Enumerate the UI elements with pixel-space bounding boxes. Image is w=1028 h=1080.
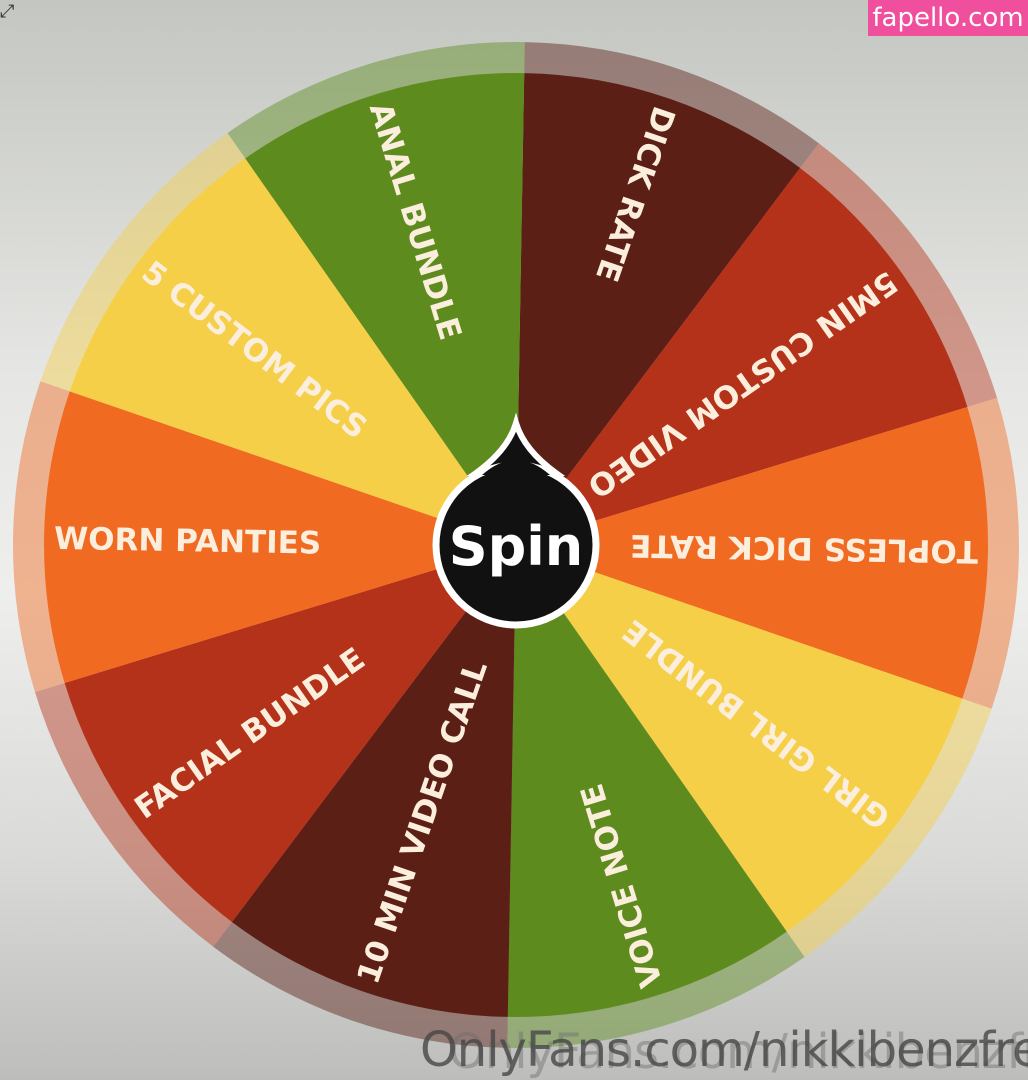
expand-icon[interactable]: ⤢	[0, 1, 15, 22]
wheel-segment[interactable]	[64, 545, 517, 922]
watermark-shadow: OnlyFans.com/nikkibenzfree	[448, 1024, 1028, 1080]
spin-label: Spin	[449, 515, 584, 578]
segment-label: TOPLESS DICK RATE	[630, 527, 978, 569]
watermark: OnlyFans.com/nikkibenzfree	[420, 1022, 1028, 1078]
site-badge[interactable]: fapello.com	[868, 0, 1028, 36]
wheel-segment[interactable]	[507, 545, 787, 1017]
wheel-segment[interactable]	[245, 73, 525, 545]
pointer-icon	[466, 412, 566, 476]
wheel-segment[interactable]	[516, 407, 989, 699]
wheel-segment[interactable]	[69, 158, 516, 545]
wheel-segment[interactable]	[43, 391, 516, 683]
segment-label: WORN PANTIES	[54, 521, 322, 562]
pointer-fill	[482, 460, 550, 475]
wheel-segment[interactable]	[231, 545, 517, 1017]
wheel-segment[interactable]	[516, 168, 968, 545]
wheel-segment[interactable]	[516, 545, 963, 932]
wheel-segment[interactable]	[516, 73, 801, 545]
